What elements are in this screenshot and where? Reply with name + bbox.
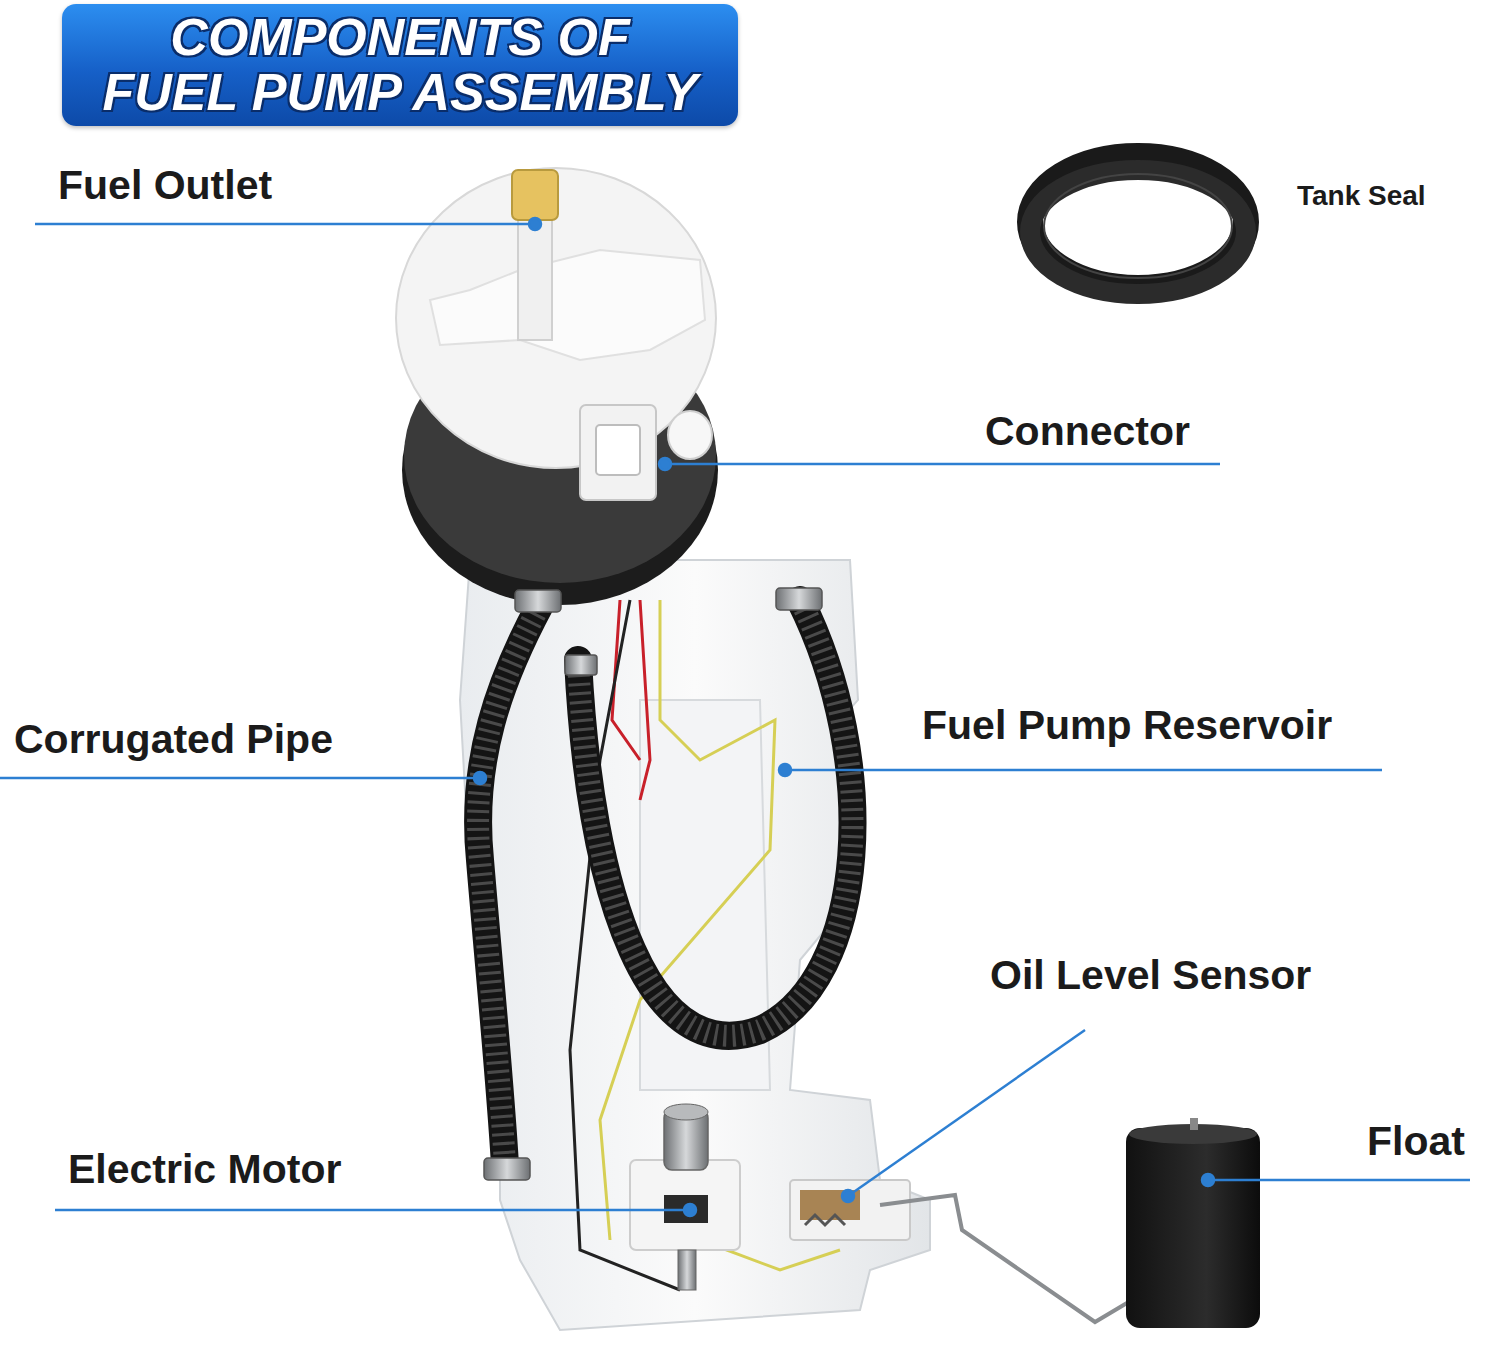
reservoir-body [460, 560, 930, 1330]
electric-motor [630, 1104, 740, 1290]
level-sensor [790, 1180, 910, 1240]
part-label: Corrugated Pipe [14, 716, 333, 763]
diagram-title: COMPONENTS OF FUEL PUMP ASSEMBLY [80, 10, 720, 119]
part-label: Connector [985, 408, 1190, 455]
part-label: Fuel Outlet [58, 162, 272, 209]
corrugated-pipes [478, 600, 852, 1165]
leader-lines [0, 218, 1470, 1216]
electrical-connector [580, 405, 656, 500]
part-label: Electric Motor [68, 1146, 341, 1193]
fuel-outlet-nipple [512, 170, 558, 220]
float-body [1126, 1128, 1260, 1328]
float-arm [880, 1195, 1132, 1322]
top-flange [396, 168, 716, 468]
part-label: Fuel Pump Reservoir [922, 702, 1332, 749]
part-label: Oil Level Sensor [990, 952, 1311, 999]
part-label: Tank Seal [1297, 180, 1426, 212]
tank-seal-ring [1030, 156, 1246, 294]
part-label: Float [1367, 1118, 1465, 1165]
title-banner: COMPONENTS OF FUEL PUMP ASSEMBLY [62, 4, 738, 126]
